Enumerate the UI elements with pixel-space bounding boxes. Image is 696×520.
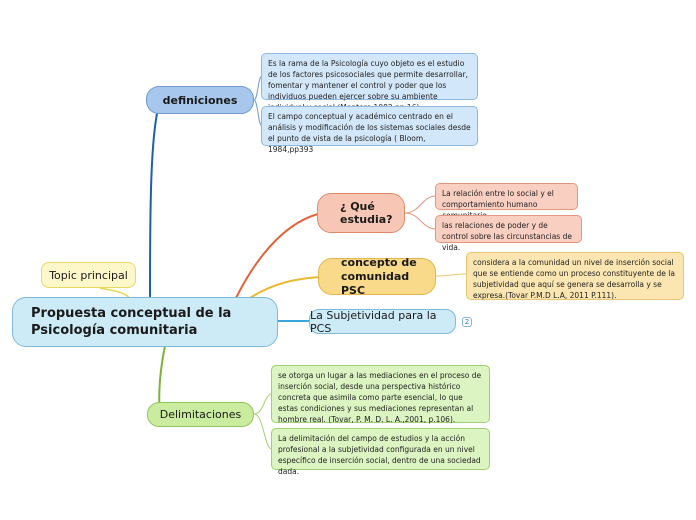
delimitaciones-leaf-1[interactable]: se otorga un lugar a las mediaciones en … (271, 365, 490, 424)
badge-count: 2 (464, 318, 470, 326)
leaf-text: las relaciones de poder y de control sob… (442, 221, 572, 252)
main-topic[interactable]: Propuesta conceptual de la Psicología co… (12, 297, 278, 347)
main-topic-label: Propuesta conceptual de la Psicología co… (31, 306, 232, 338)
delimitaciones-node[interactable]: Delimitaciones (147, 402, 254, 427)
subjetividad-node[interactable]: La Subjetividad para la PCS (309, 308, 456, 335)
link-concepto (249, 276, 323, 299)
definiciones-label: definiciones (162, 93, 238, 107)
collapsed-count-badge[interactable]: 2 (462, 317, 472, 327)
leaf-text: considera a la comunidad un nivel de ins… (473, 258, 675, 300)
link-que-estudia (235, 212, 323, 299)
leaf-text: El campo conceptual y académico centrado… (268, 112, 471, 154)
topic-principal-label: Topic principal (49, 268, 128, 282)
definiciones-leaf-1[interactable]: Es la rama de la Psicología cuyo objeto … (261, 53, 478, 112)
que-estudia-leaf-2[interactable]: las relaciones de poder y de control sob… (435, 215, 582, 252)
leaf-text: La delimitación del campo de estudios y … (278, 434, 481, 476)
concepto-label: concepto de comunidad PSC (341, 255, 417, 297)
topic-principal-node[interactable]: Topic principal (41, 262, 136, 288)
definiciones-node[interactable]: definiciones (146, 86, 254, 114)
subjetividad-label: La Subjetividad para la PCS (310, 308, 437, 335)
link-definiciones (149, 99, 167, 299)
delimitaciones-leaf-2[interactable]: La delimitación del campo de estudios y … (271, 428, 490, 476)
que-estudia-node[interactable]: ¿ Qué estudia? (317, 193, 405, 233)
que-estudia-leaf-1[interactable]: La relación entre lo social y el comport… (435, 183, 578, 220)
concepto-leaf-1[interactable]: considera a la comunidad un nivel de ins… (466, 252, 684, 300)
definiciones-leaf-2[interactable]: El campo conceptual y académico centrado… (261, 106, 478, 154)
concepto-node[interactable]: concepto de comunidad PSC (318, 255, 436, 297)
que-estudia-label: ¿ Qué estudia? (340, 200, 393, 226)
leaf-text: se otorga un lugar a las mediaciones en … (278, 371, 482, 424)
delimitaciones-label: Delimitaciones (159, 408, 242, 421)
